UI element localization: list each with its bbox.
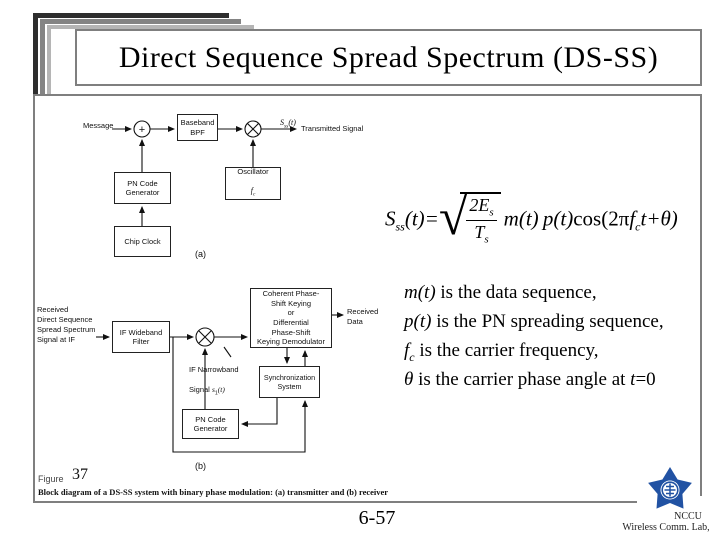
definition-theta: θ is the carrier phase angle at t=0 xyxy=(404,369,656,390)
transmitted-signal-label: Transmitted Signal xyxy=(301,124,364,133)
demodulator-box: Coherent Phase- Shift Keying or Differen… xyxy=(250,288,332,348)
definition-fc: fc is the carrier frequency, xyxy=(404,340,599,364)
nccu-logo-icon xyxy=(648,467,692,509)
figure-caption: Block diagram of a DS-SS system with bin… xyxy=(38,487,389,497)
figure-label: Figure xyxy=(38,474,64,484)
oscillator-box: Oscillator fc xyxy=(225,167,281,200)
definition-m: m(t) is the data sequence, xyxy=(404,282,597,303)
logo-lab-name: Wireless Comm. Lab, xyxy=(622,522,710,533)
message-label: Message xyxy=(83,121,114,130)
output-signal-symbol: Sss(t) xyxy=(280,118,296,130)
definition-p: p(t) is the PN spreading sequence, xyxy=(404,311,664,332)
corner-decoration-bar xyxy=(33,13,229,18)
oscillator-fc-symbol: f xyxy=(250,185,253,195)
received-signal-label: Received Direct Sequence Spread Spectrum… xyxy=(37,305,96,344)
if-narrowband-signal-label: IF Narrowband Signal s1(t) xyxy=(189,365,239,397)
chip-clock-box: Chip Clock xyxy=(114,226,171,257)
title-bar: Direct Sequence Spread Spectrum (DS-SS) xyxy=(75,29,702,86)
pn-code-generator-box: PN Code Generator xyxy=(182,409,239,439)
content-panel xyxy=(33,94,702,503)
diagram-b-tag: (b) xyxy=(195,461,206,471)
corner-decoration-bar xyxy=(33,13,38,137)
baseband-bpf-box: Baseband BPF xyxy=(177,114,218,141)
figure-number: 37 xyxy=(72,466,88,483)
corner-decoration-bar xyxy=(40,19,241,24)
page-number: 6-57 xyxy=(358,507,396,529)
synchronization-system-box: Synchronization System xyxy=(259,366,320,398)
radical-sign: √ xyxy=(438,188,468,246)
oscillator-label: Oscillator xyxy=(237,167,269,177)
logo-org-name: NCCU xyxy=(674,511,702,522)
diagram-a-tag: (a) xyxy=(195,249,206,259)
pn-code-generator-box: PN Code Generator xyxy=(114,172,171,204)
corner-decoration-bar xyxy=(40,19,45,160)
if-wideband-filter-box: IF Wideband Filter xyxy=(112,321,170,353)
page-title: Direct Sequence Spread Spectrum (DS-SS) xyxy=(118,40,659,74)
received-data-label: Received Data xyxy=(347,307,379,326)
corner-decoration-bar xyxy=(47,25,254,29)
